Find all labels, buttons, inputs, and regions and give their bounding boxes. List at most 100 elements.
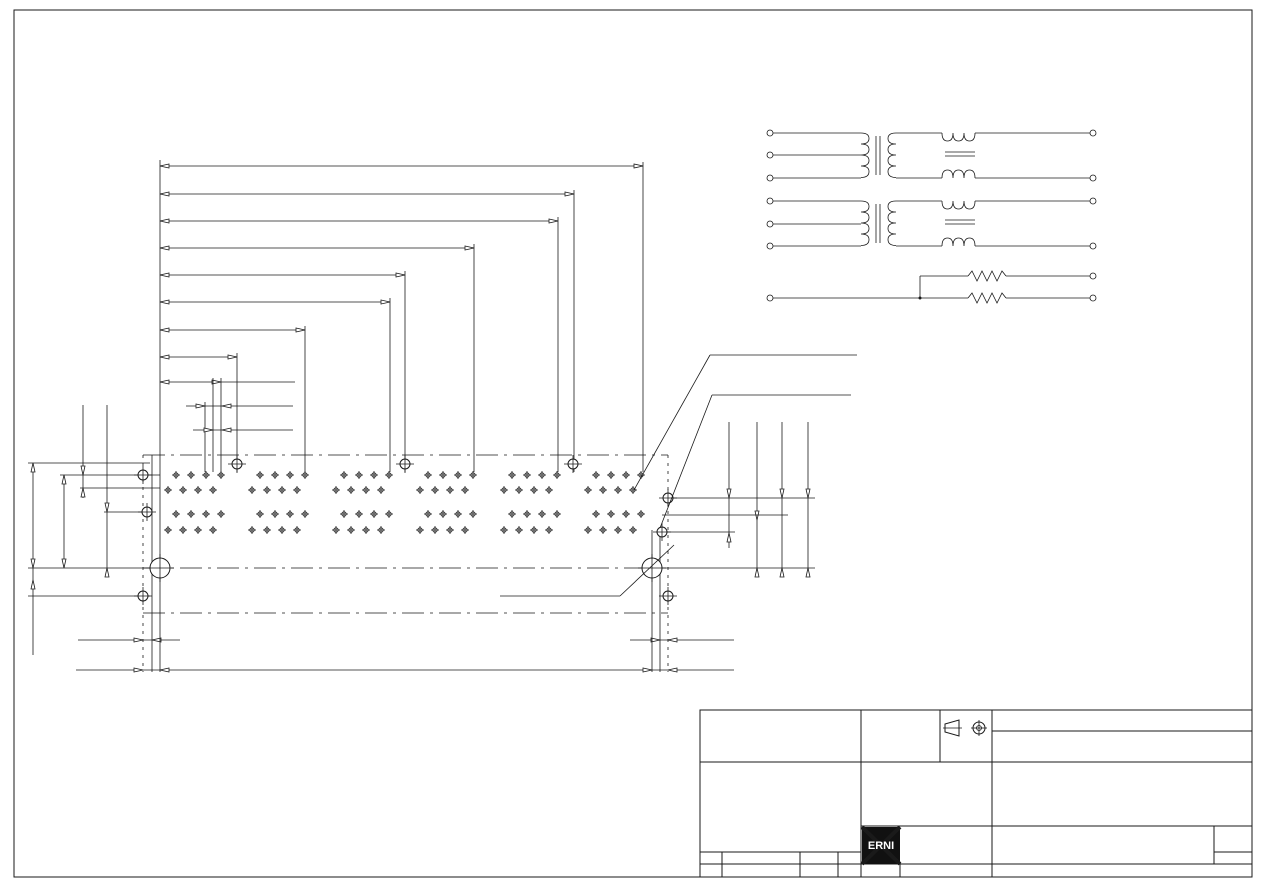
pin-hole	[248, 526, 256, 534]
transformer-1	[766, 129, 1097, 182]
pin-hole	[592, 471, 600, 479]
pin-hole	[385, 471, 393, 479]
pin-hole	[629, 526, 637, 534]
pin-hole	[278, 486, 286, 494]
pin-hole	[584, 486, 592, 494]
pin-hole	[629, 486, 637, 494]
pin-hole	[362, 526, 370, 534]
pin-hole	[592, 510, 600, 518]
pin-hole	[355, 510, 363, 518]
sheet-border	[13, 9, 1253, 878]
pin-hole	[286, 471, 294, 479]
pin-hole	[515, 526, 523, 534]
dimension-arrow	[133, 637, 144, 643]
pin-hole	[607, 510, 615, 518]
pin-hole	[545, 486, 553, 494]
dimension-arrow	[564, 191, 575, 197]
pin-hole	[469, 510, 477, 518]
mounting-hole	[396, 455, 414, 473]
transformer-2	[766, 197, 1097, 250]
dimension-arrow	[395, 272, 406, 278]
dimension-arrow	[805, 567, 811, 578]
pin-hole	[469, 471, 477, 479]
pin-hole	[454, 471, 462, 479]
dimension-arrow	[30, 462, 36, 473]
pin-hole	[461, 526, 469, 534]
pin-hole	[362, 486, 370, 494]
dimension-arrow	[104, 502, 110, 513]
footprint-outline	[142, 160, 669, 672]
mounting-hole	[228, 455, 246, 473]
dimension-arrow	[667, 667, 678, 673]
pin-hole	[431, 486, 439, 494]
dimension-arrow	[380, 299, 391, 305]
pin-hole	[424, 471, 432, 479]
dimension-arrow	[726, 532, 732, 543]
pin-hole	[332, 526, 340, 534]
pin-hole	[370, 510, 378, 518]
dimension-arrow	[159, 272, 170, 278]
dimension-arrow	[159, 191, 170, 197]
pin-hole	[263, 526, 271, 534]
pin-hole	[385, 510, 393, 518]
pin-hole	[194, 486, 202, 494]
dimension-arrow	[295, 327, 306, 333]
schematic	[766, 129, 1097, 304]
pin-hole	[202, 510, 210, 518]
dimension-arrow	[30, 579, 36, 590]
projection-symbol-icon	[943, 719, 962, 737]
pin-hole	[431, 526, 439, 534]
pin-hole	[424, 510, 432, 518]
dimension-arrow	[754, 567, 760, 578]
pin-hole	[439, 471, 447, 479]
pin-hole	[515, 486, 523, 494]
dimension-arrow	[159, 354, 170, 360]
erni-logo: ERNI	[860, 825, 902, 866]
pin-hole	[172, 471, 180, 479]
dimension-arrow	[133, 667, 144, 673]
pin-hole	[340, 510, 348, 518]
pin-hole	[553, 510, 561, 518]
pin-hole	[256, 510, 264, 518]
title-block: ERNI	[699, 709, 1253, 878]
pin-hole	[263, 486, 271, 494]
pin-hole	[622, 510, 630, 518]
dimension-arrow	[642, 667, 653, 673]
pin-hole	[286, 510, 294, 518]
pin-hole	[187, 510, 195, 518]
pin-hole	[217, 510, 225, 518]
dimension-arrow	[227, 354, 238, 360]
pin-hole	[523, 471, 531, 479]
dimension-arrow	[80, 465, 86, 476]
dimension-arrow	[159, 379, 170, 385]
pin-hole	[293, 486, 301, 494]
pin-hole	[301, 471, 309, 479]
dimension-arrow	[667, 637, 678, 643]
pin-hole	[599, 486, 607, 494]
pin-hole	[187, 471, 195, 479]
dimension-arrow	[203, 427, 214, 433]
pin-hole	[209, 526, 217, 534]
pin-hole	[622, 471, 630, 479]
pin-hole	[553, 471, 561, 479]
crosshair-icon	[971, 720, 987, 736]
pin-hole	[545, 526, 553, 534]
pin-hole	[637, 510, 645, 518]
dimension-arrow	[159, 245, 170, 251]
pin-hole	[271, 471, 279, 479]
pin-hole	[355, 471, 363, 479]
dimension-arrow	[633, 163, 644, 169]
dimension-arrow	[61, 558, 67, 569]
dimension-arrow	[159, 163, 170, 169]
pin-hole	[179, 526, 187, 534]
pin-hole	[584, 526, 592, 534]
pin-hole	[416, 486, 424, 494]
pin-hole	[347, 486, 355, 494]
dimension-arrow	[221, 427, 232, 433]
pin-hole	[377, 526, 385, 534]
resistor-network	[766, 270, 1097, 304]
pin-hole	[217, 471, 225, 479]
pin-hole	[508, 471, 516, 479]
pin-hole	[377, 486, 385, 494]
dimension-arrow	[779, 488, 785, 499]
